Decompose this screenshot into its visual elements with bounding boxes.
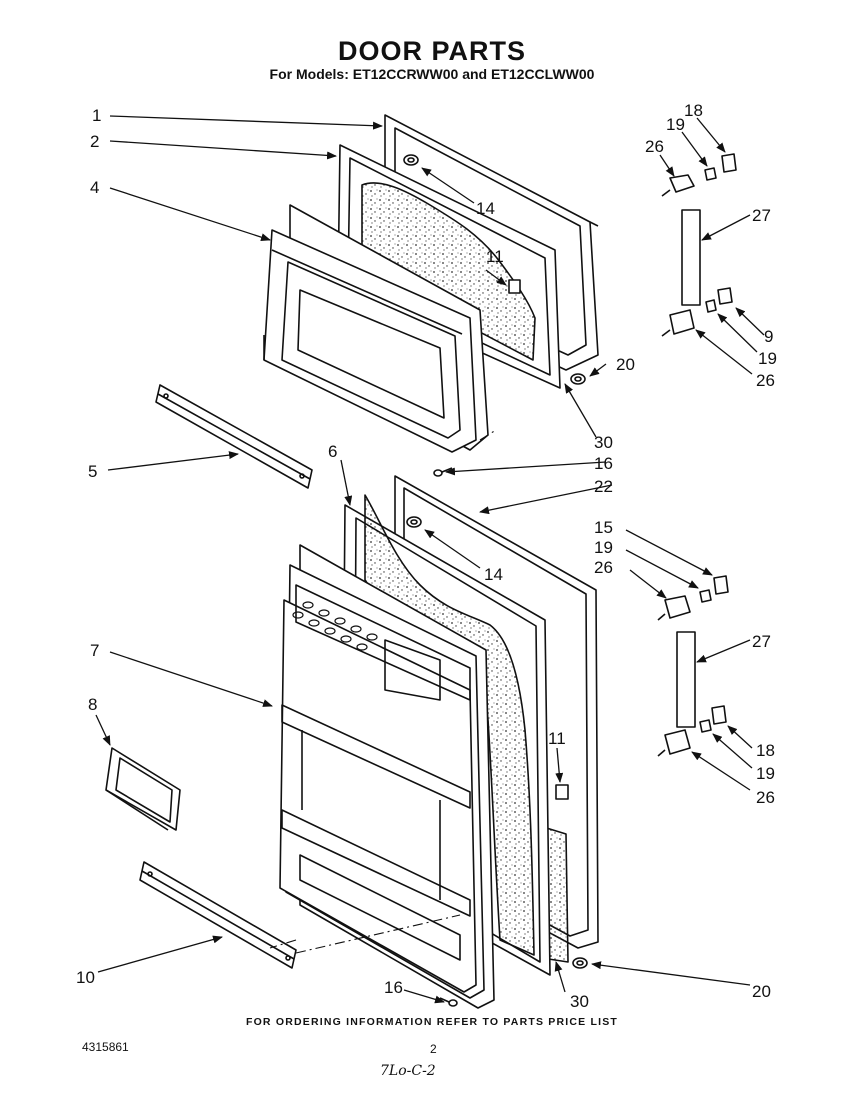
callout-20-upper: 20: [616, 355, 635, 374]
upper-handle-cap-top: [661, 153, 737, 197]
fresh-food-door-stop-plug: [572, 957, 588, 969]
egg-tray-cups: [292, 601, 378, 651]
callout-11-upper: 11: [486, 247, 504, 266]
callout-20-lower: 20: [752, 982, 771, 1001]
callout-27-upper: 27: [752, 206, 771, 225]
freezer-shelf-retainer-bar: [155, 384, 313, 489]
upper-handle-cap-bottom: [661, 287, 733, 337]
upper-handle: [681, 209, 701, 306]
freezer-door-fastener: [508, 279, 521, 294]
fresh-food-door-fastener: [555, 784, 569, 800]
callout-14-upper: 14: [476, 199, 495, 218]
leader-lines: [95, 115, 765, 1004]
callout-15: 15: [594, 518, 613, 537]
callout-1: 1: [92, 106, 101, 125]
callout-5: 5: [88, 462, 97, 481]
callout-22: 22: [594, 477, 613, 496]
callout-16-lower: 16: [384, 978, 403, 997]
ordering-info-note: FOR ORDERING INFORMATION REFER TO PARTS …: [245, 1016, 619, 1028]
lower-handle-cap-bottom: [657, 705, 727, 757]
callout-4: 4: [90, 178, 99, 197]
callout-10: 10: [76, 968, 95, 987]
freezer-door-plug: [403, 154, 419, 166]
callout-19-a: 19: [666, 115, 685, 134]
callout-11-lower: 11: [548, 729, 566, 748]
callout-18-upper: 18: [684, 101, 703, 120]
callout-30-upper: 30: [594, 433, 613, 452]
fresh-food-inner-door-liner: [279, 544, 495, 1009]
callout-8: 8: [88, 695, 97, 714]
callout-16-upper: 16: [594, 454, 613, 473]
fresh-food-shelf-retainer-bar: [139, 861, 297, 969]
callout-26-c: 26: [594, 558, 613, 577]
page-title: DOOR PARTS: [337, 36, 526, 66]
callout-19-c: 19: [594, 538, 613, 557]
callout-26-b: 26: [756, 371, 775, 390]
assembly-guide-lines: [269, 429, 497, 954]
callout-2: 2: [90, 132, 99, 151]
callout-9: 9: [764, 327, 773, 346]
model-subtitle: For Models: ET12CCRWW00 and ET12CCLWW00: [269, 66, 595, 82]
handwritten-code: 7Lo-C-2: [380, 1063, 436, 1079]
callout-27-lower: 27: [752, 632, 771, 651]
page-number: 2: [430, 1042, 437, 1056]
callout-26-a: 26: [645, 137, 664, 156]
callout-26-d: 26: [756, 788, 775, 807]
callout-14-lower: 14: [484, 565, 503, 584]
callout-19-d: 19: [756, 764, 775, 783]
document-number: 4315861: [82, 1040, 129, 1054]
lower-handle-cap-top: [657, 575, 729, 621]
dairy-compartment-door: [105, 747, 181, 831]
freezer-door-stop-plug: [570, 373, 586, 385]
lower-handle: [676, 631, 696, 728]
freezer-foam-insulation: [361, 182, 536, 361]
callout-6: 6: [328, 442, 337, 461]
callout-18-lower: 18: [756, 741, 775, 760]
fresh-food-door-plug: [406, 516, 422, 528]
callout-19-b: 19: [758, 349, 777, 368]
callout-30-lower: 30: [570, 992, 589, 1011]
callout-7: 7: [90, 641, 99, 660]
freezer-inner-door-liner: [263, 204, 489, 453]
